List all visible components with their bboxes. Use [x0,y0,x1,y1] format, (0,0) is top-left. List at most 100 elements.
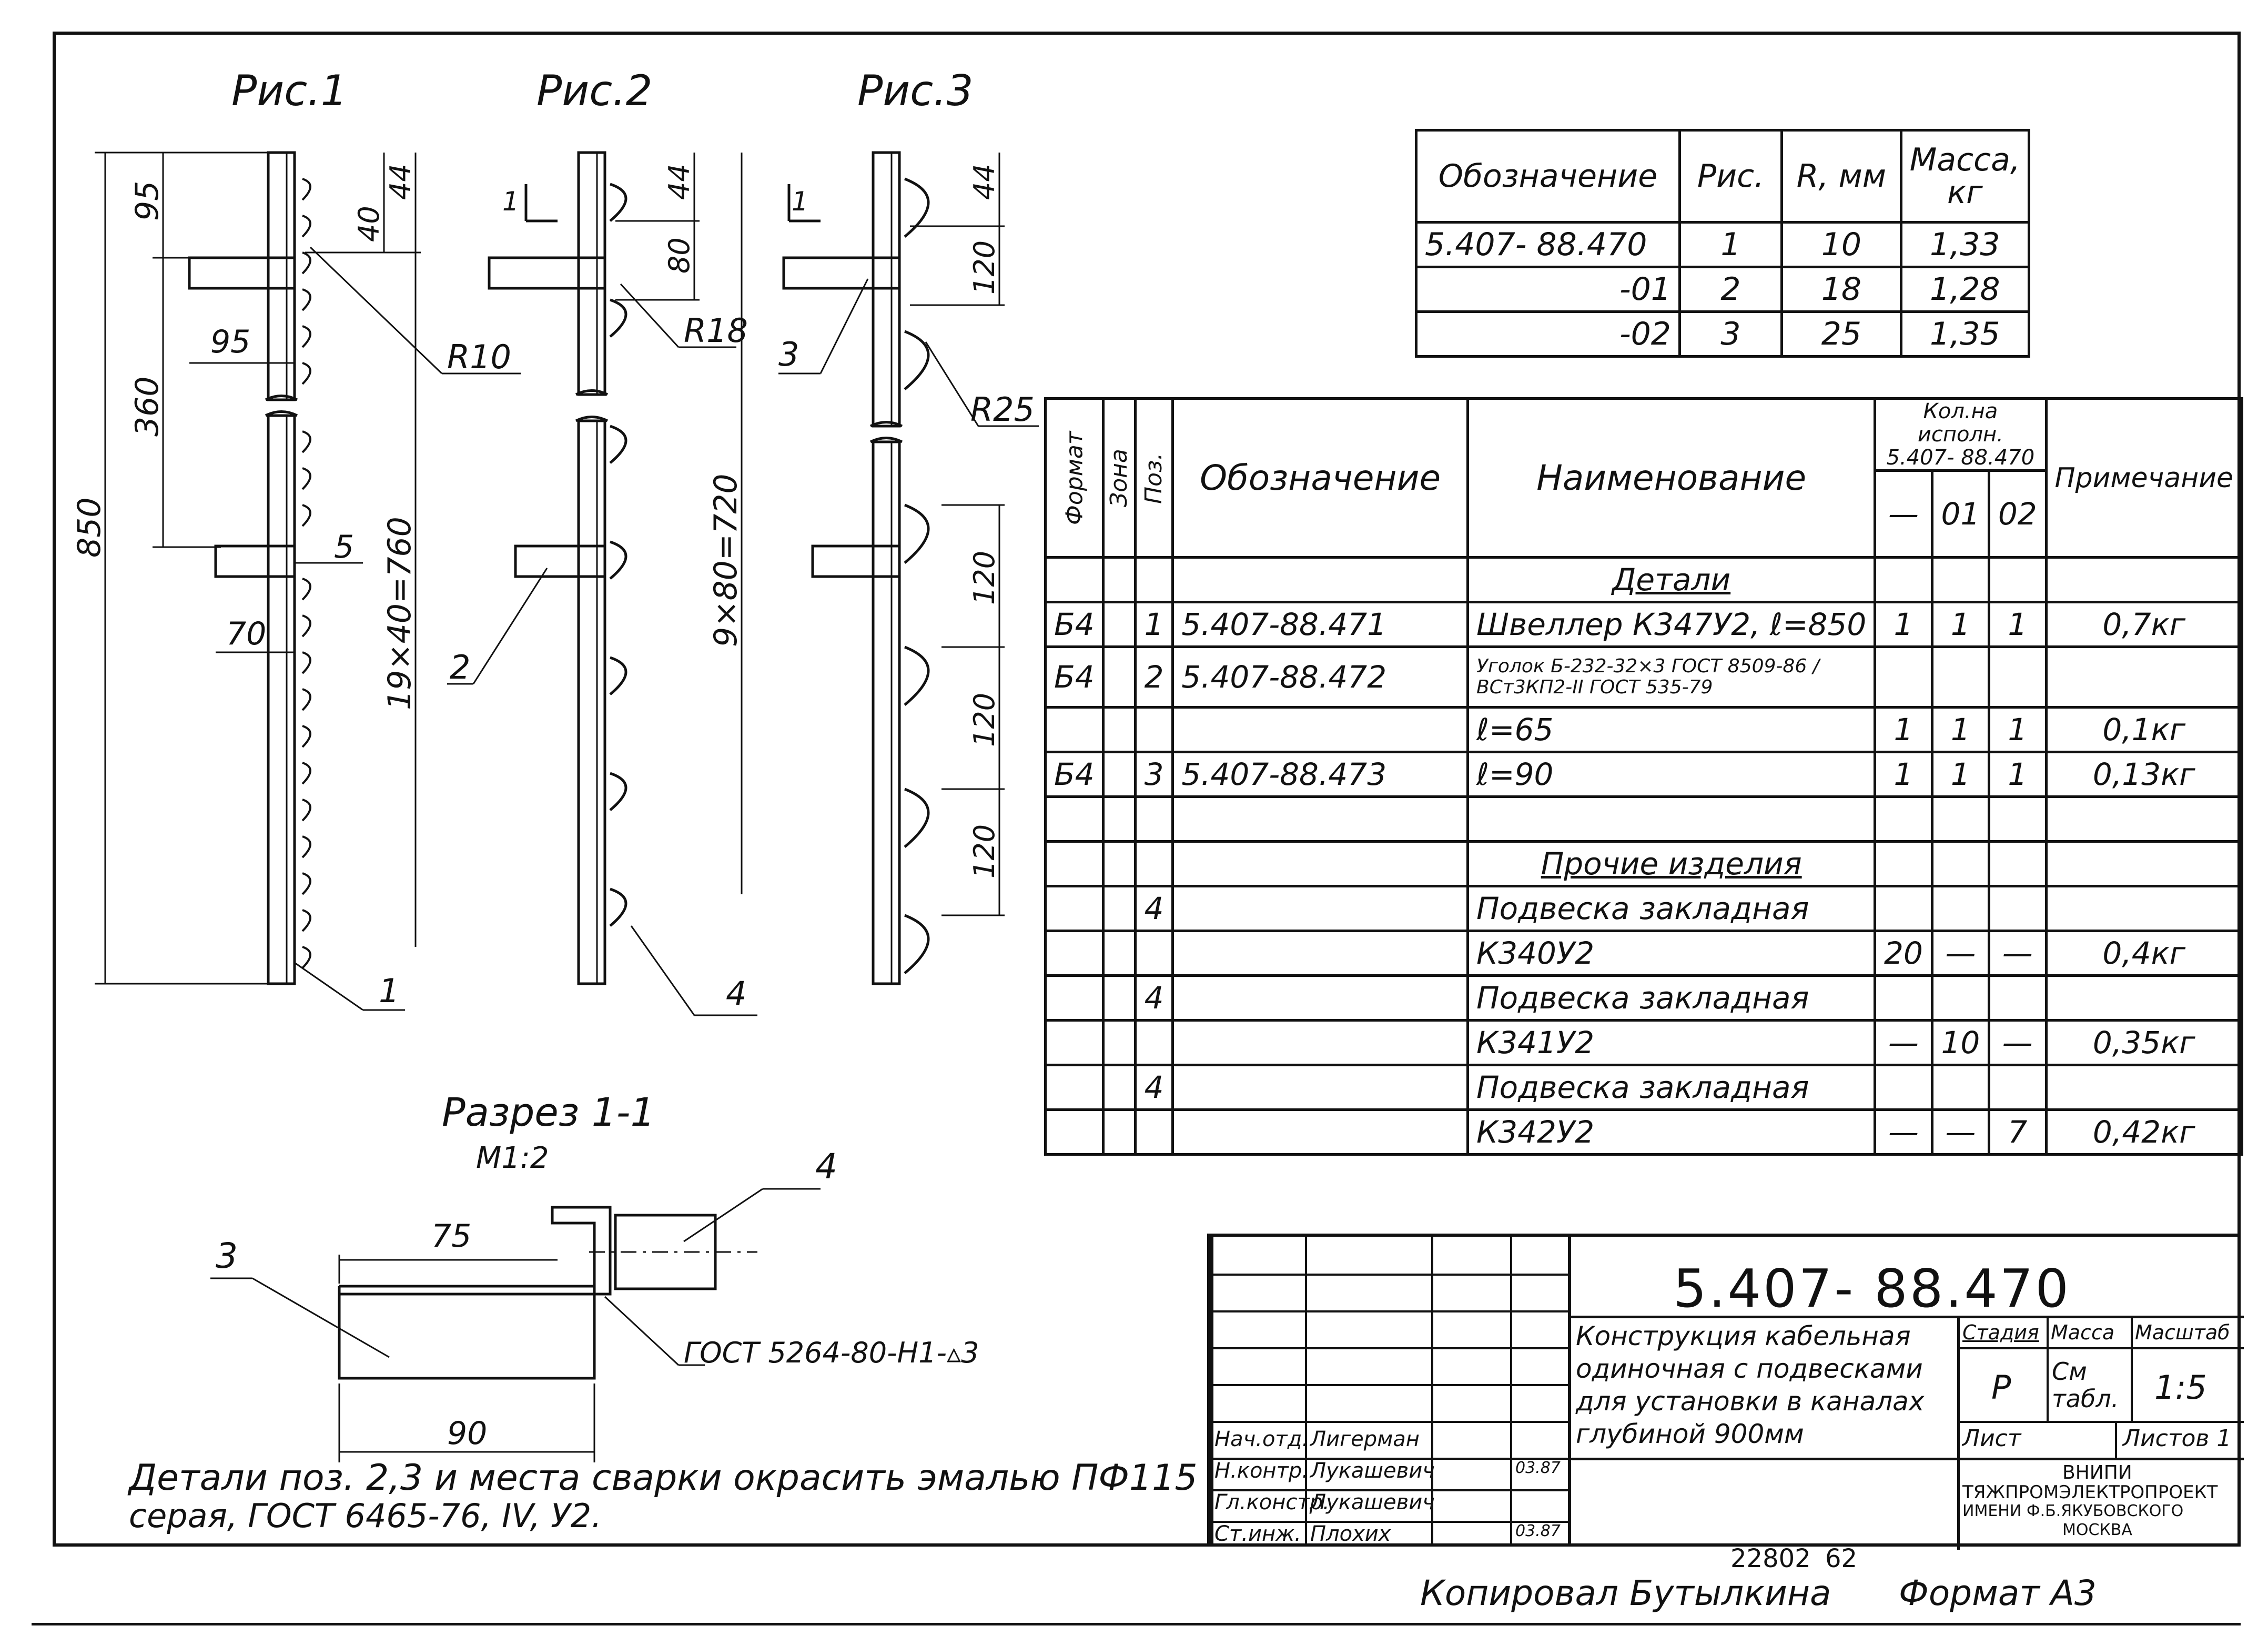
spec-cell-pos: 4 [1133,1064,1174,1111]
spec-cell-designation: 5.407-88.473 [1171,751,1470,798]
fig1-label-5: 5 [334,529,354,566]
fig1-leader-r10 [309,246,443,375]
spec-cell-format [1044,885,1105,932]
section-hook [551,1206,612,1296]
fig3-angle-top [782,256,901,290]
org-line-1: ВНИПИ [2062,1462,2132,1483]
signature-role: Нач.отд. [1214,1427,1309,1451]
spec-cell-q2 [1988,974,2048,1022]
spec-cell-q1: 1 [1930,706,1991,753]
scale-value: 1:5 [2154,1368,2207,1407]
spec-cell-q2: 1 [1988,601,2048,648]
title-line-2: одиночная с подвесками [1576,1354,1923,1384]
paint-note-line2: серая, ГОСТ 6465-76, IV, У2. [129,1497,602,1535]
spec-header-qty-2: 02 [1988,469,2048,559]
spec-cell-q0: — [1874,1108,1933,1156]
section-details: Детали [1466,556,1877,603]
spec-cell-q1: 10 [1930,1019,1991,1066]
signature-name: Лукашевич [1310,1459,1435,1483]
mass-label: Масса [2051,1321,2115,1344]
mass-cell: -01 [1415,266,1681,313]
mass-table: Обозначение Рис. R, мм Масса, кг 5.407- … [1415,129,2031,358]
spec-cell-zone [1101,645,1137,709]
spec-header-designation: Обозначение [1171,397,1470,559]
spec-cell-q1: — [1930,1108,1991,1156]
fig1-dim-44: 44 [384,164,417,200]
fig3-label-r25: R25 [970,390,1035,429]
spec-cell-q2: — [1988,930,2048,977]
sheet-label: Лист [1962,1425,2021,1452]
spec-cell-name: Подвеска закладная [1466,974,1877,1022]
mass-cell: 18 [1780,266,1902,313]
copied-by: Копировал Бутылкина [1420,1573,1831,1613]
spec-cell-name: ℓ=90 [1466,751,1877,798]
spec-cell-q1 [1930,645,1991,709]
spec-cell-name: Швеллер К347У2, ℓ=850 [1466,601,1877,648]
title-line-3: для установки в каналах [1576,1386,1925,1417]
fig2-dim-720: 9×80=720 [707,473,744,647]
spec-header-pos: Поз. [1135,398,1173,558]
spec-header-name: Наименование [1466,397,1877,559]
spec-cell-q0 [1874,1064,1933,1111]
mass-cell: 10 [1780,221,1902,268]
mass-header-mass: Масса, кг [1899,129,2031,224]
fig1-leader-1 [294,962,363,1011]
spec-cell-q2: 7 [1988,1108,2048,1156]
spec-header-zone: Зона [1103,398,1136,558]
fig2-label-4: 4 [726,974,746,1013]
mass-value: См табл. [2052,1357,2119,1413]
spec-cell-zone [1101,885,1137,932]
spec-table: Формат Зона Поз. Обозначение Наименовани… [1044,397,2243,1156]
fig2: 1 44 80 R18 9×80=720 2 4 [447,151,757,1016]
scale-label: Масштаб [2135,1321,2230,1344]
spec-cell-q1: 1 [1930,601,1991,648]
spec-cell-name: К341У2 [1466,1019,1877,1066]
org-line-4: МОСКВА [2062,1521,2132,1539]
spec-cell-name: Уголок Б-232-32×3 ГОСТ 8509-86 / ВСт3КП2… [1466,645,1877,709]
table-row: -02 3 25 1,35 [1415,310,2031,358]
section-other: Прочие изделия [1466,840,1877,887]
org-line-3: ИМЕНИ Ф.Б.ЯКУБОВСКОГО [1962,1502,2184,1520]
fig3-leader-3 [819,278,869,374]
title-block: 5.407- 88.470 Конструкция кабельная один… [1207,1234,2244,1550]
order-number-2: 62 [1825,1544,1858,1573]
spec-cell-q0 [1874,885,1933,932]
spec-cell-format: Б4 [1044,645,1105,709]
fig1-angle-bottom [214,544,296,578]
spec-cell-pos [1133,706,1174,753]
spec-cell-q2 [1988,645,2048,709]
fig1-dim-95v: 95 [129,181,166,221]
fig1-title: Рис.1 [231,66,348,115]
fig2-angle-bottom [514,544,606,578]
signature-role: Ст.инж. [1214,1522,1301,1546]
section-dim-75: 75 [431,1218,471,1255]
spec-cell-designation [1171,1019,1470,1066]
spec-cell-note [2044,645,2243,709]
bottom-rule [32,1623,2241,1625]
spec-cell-format [1044,706,1105,753]
spec-header-format: Формат [1045,398,1103,558]
mass-cell: 2 [1678,266,1784,313]
fig1-label-1: 1 [379,972,399,1010]
spec-cell-zone [1101,1064,1137,1111]
mass-cell: 3 [1678,310,1784,358]
fig2-leader-2 [472,568,548,684]
fig2-title: Рис.2 [536,66,653,115]
spec-cell-name: К340У2 [1466,930,1877,977]
spec-cell-q1 [1930,974,1991,1022]
spec-cell-format: Б4 [1044,601,1105,648]
mass-cell: 1,33 [1899,221,2031,268]
spec-cell-designation [1171,1064,1470,1111]
spec-cell-pos [1133,1019,1174,1066]
spec-cell-designation: 5.407-88.472 [1171,645,1470,709]
fig3-label-3: 3 [778,335,799,373]
spec-cell-designation [1171,1108,1470,1156]
spec-cell-zone [1101,706,1137,753]
spec-header-qty: Кол.на исполн. 5.407- 88.470 [1874,397,2048,472]
fig2-dim-80: 80 [663,237,696,274]
